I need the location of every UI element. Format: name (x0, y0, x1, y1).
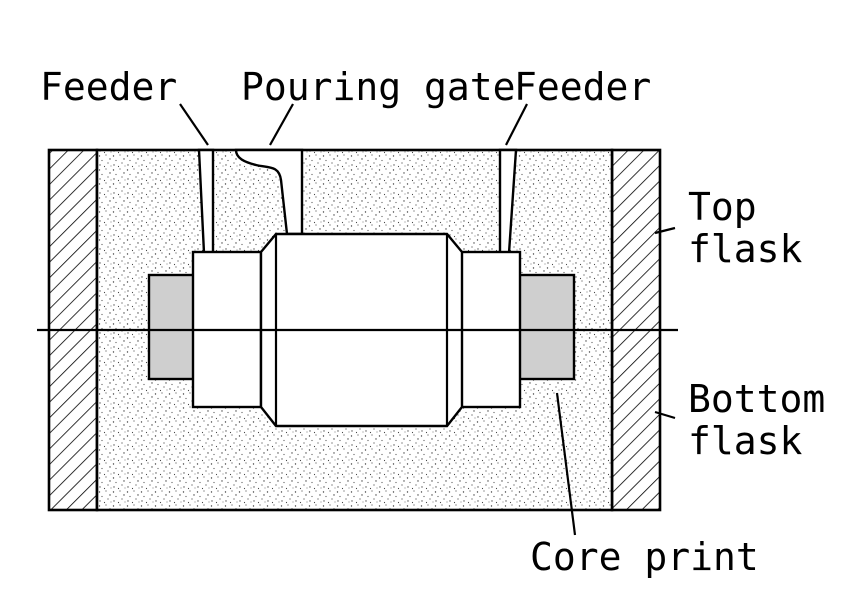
label-core-print: Core print (530, 535, 759, 579)
leader-feeder-left (179, 103, 209, 146)
leader-top-flask (654, 226, 676, 235)
leader-pouring-gate (269, 103, 294, 146)
pouring-gate-channel (234, 148, 304, 236)
core-print-right (517, 273, 576, 381)
core-print-left (147, 273, 196, 381)
leader-feeder-right (505, 103, 528, 146)
label-bottom-flask-line2: flask (688, 419, 803, 463)
leader-bottom-flask (654, 410, 676, 420)
label-bottom-flask-line1: Bottom (688, 377, 825, 421)
leader-core-print (555, 392, 577, 536)
label-feeder-left: Feeder (40, 65, 177, 109)
label-feeder-right: Feeder (514, 65, 651, 109)
label-pouring-gate: Pouring gate (241, 65, 516, 109)
label-top-flask-line1: Top (688, 185, 757, 229)
label-top-flask-line2: flask (688, 227, 803, 271)
